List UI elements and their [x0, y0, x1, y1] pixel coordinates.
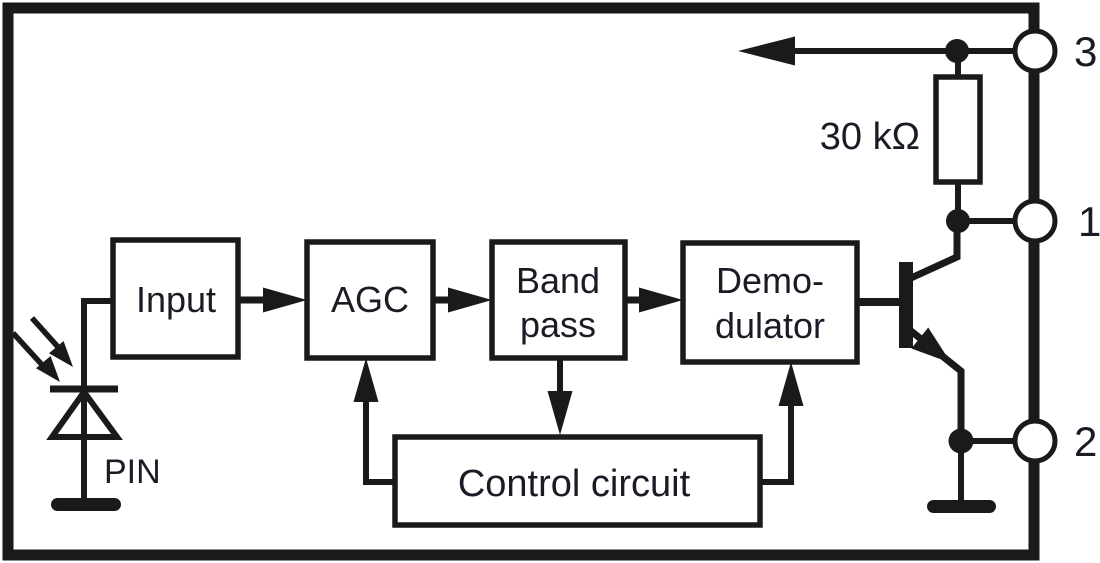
ground-symbol-right [927, 500, 996, 513]
wire-control-to-demodulator [760, 404, 794, 485]
bandpass-label-line2: pass [520, 304, 596, 345]
output-arrowhead [738, 36, 795, 66]
block-control-circuit: Control circuit [392, 434, 763, 528]
block-agc: AGC [304, 239, 436, 361]
pin1-number: 1 [1078, 198, 1100, 245]
transistor [857, 230, 965, 432]
arrowhead-bandpass-to-demodulator [639, 287, 683, 313]
input-label: Input [136, 279, 216, 320]
transistor-emitter-arrowhead [911, 327, 951, 363]
transistor-collector [909, 230, 961, 282]
photodiode-section: PIN [10, 298, 161, 511]
block-demodulator: Demo- dulator [680, 240, 860, 365]
arrowhead-bandpass-to-control [547, 391, 573, 435]
pin2-number: 2 [1074, 418, 1097, 465]
arrowhead-agc-to-bandpass [448, 287, 492, 313]
package-outline [2, 2, 1040, 561]
transistor-base-bar [899, 262, 913, 348]
demodulator-label-line2: dulator [715, 305, 825, 346]
junction-dot-pin1 [946, 209, 970, 233]
block-bandpass: Band pass [489, 239, 628, 361]
demodulator-label-line1: Demo- [716, 260, 824, 301]
resistor-body [933, 74, 983, 185]
resistor-value-label: 30 kΩ [820, 116, 920, 158]
arrowhead-control-to-agc [353, 358, 379, 402]
control-box [392, 434, 763, 528]
junction-dot-pin3 [945, 39, 969, 63]
package-pins: 3 1 2 [1012, 28, 1100, 465]
pin1-terminal [1012, 198, 1058, 244]
photodiode-triangle [46, 386, 123, 440]
block-input: Input [110, 237, 241, 360]
photodiode-label: PIN [104, 453, 161, 491]
control-feedback-arrows [353, 358, 804, 485]
pin3-terminal [1012, 28, 1058, 74]
pin2-terminal [1012, 418, 1058, 464]
light-ray-icon [10, 316, 73, 382]
signal-flow-arrows [238, 287, 683, 313]
wire-control-to-agc [363, 400, 395, 485]
control-label: Control circuit [458, 463, 691, 505]
ground-symbol-left [51, 498, 121, 511]
arrowhead-input-to-agc [263, 287, 307, 313]
input-box [110, 237, 241, 360]
arrowhead-control-to-demodulator [778, 362, 804, 406]
agc-label: AGC [331, 279, 409, 320]
pin3-number: 3 [1074, 28, 1097, 75]
bandpass-label-line1: Band [516, 260, 600, 301]
